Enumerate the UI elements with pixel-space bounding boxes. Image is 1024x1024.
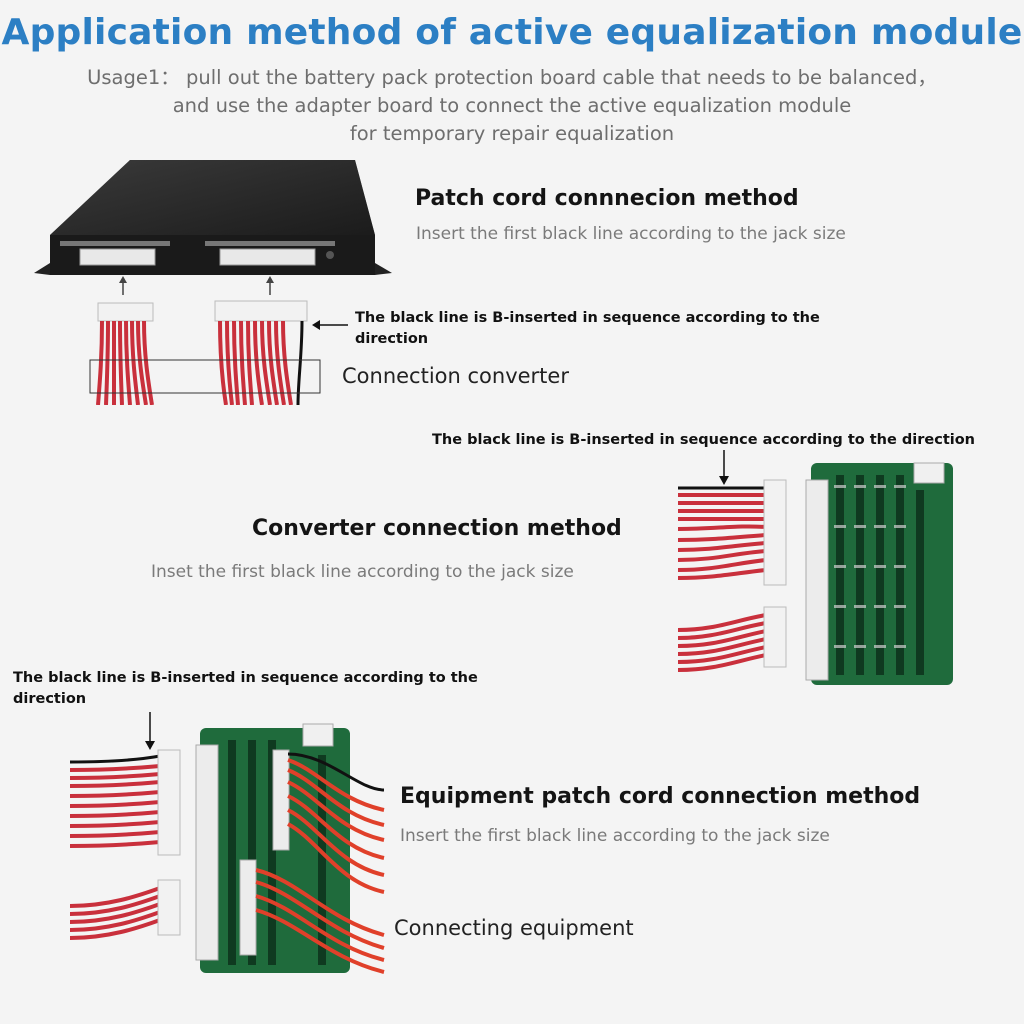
section1-note-line-2: direction [355,331,429,347]
section1-subtext: Insert the first black line according to… [416,224,846,244]
section3-note: The black line is B-inserted in sequence… [13,668,478,710]
equipment-cable-image [69,712,385,974]
section2-note: The black line is B-inserted in sequence… [432,432,976,448]
section1-label: Connection converter [342,364,569,388]
section3-subtext: Insert the first black line according to… [400,826,830,846]
section3-label: Connecting equipment [394,916,634,940]
converter-board-image [677,450,953,685]
section3-note-line-1: The black line is B-inserted in sequence… [13,670,478,686]
usage-line-3: for temporary repair equalization [349,122,675,145]
section2-subtext: Inset the first black line according to … [151,562,574,582]
equalization-module-image [34,160,392,405]
section3-heading: Equipment patch cord connection method [400,784,921,809]
section3-note-line-2: direction [13,691,87,707]
section2-heading: Converter connection method [252,516,622,541]
section1-note: The black line is B-inserted in sequence… [355,308,820,350]
usage-line-1: Usage1： pull out the battery pack protec… [87,66,937,89]
page-title: Application method of active equalizatio… [1,12,1023,53]
section1-heading: Patch cord connnecion method [415,186,799,211]
section1-note-line-1: The black line is B-inserted in sequence… [355,310,820,326]
usage-description: Usage1： pull out the battery pack protec… [20,64,1004,148]
usage-line-2: and use the adapter board to connect the… [172,94,852,117]
